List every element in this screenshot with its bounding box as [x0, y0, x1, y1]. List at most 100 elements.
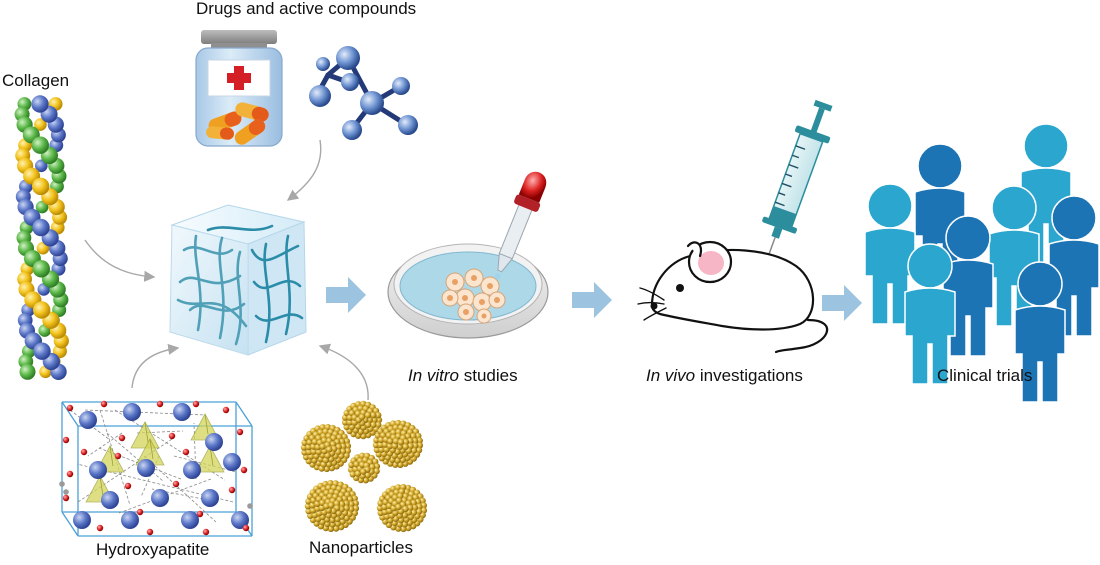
- arrow-nano-to-cube: [318, 343, 369, 401]
- oxygen-atom: [100, 400, 108, 408]
- cells-icon: [441, 268, 506, 324]
- oxygen-atom: [156, 400, 164, 408]
- oxygen-atom: [196, 510, 204, 518]
- lattice-bond: [99, 409, 131, 506]
- label-clinical-trials: Clinical trials: [937, 366, 1033, 385]
- calcium-ion: [223, 453, 241, 471]
- calcium-ion: [137, 459, 155, 477]
- label-nanoparticles: Nanoparticles: [309, 538, 413, 557]
- nanoparticle-cluster: [300, 424, 352, 473]
- arrow-hap-to-cube: [131, 343, 180, 389]
- collagen-bead: [32, 260, 50, 278]
- label-hydroxyapatite: Hydroxyapatite: [96, 540, 210, 559]
- collagen-bead: [33, 342, 51, 360]
- arrow-collagen-to-cube: [84, 239, 156, 282]
- capsule-icon: [206, 102, 269, 145]
- oxygen-atom: [124, 482, 132, 490]
- hydroxyapatite-crystal-icon: [59, 400, 253, 537]
- calcium-ion: [121, 511, 139, 529]
- nanoparticle-cluster: [342, 400, 383, 440]
- collagen-bead: [32, 218, 50, 237]
- calcium-ion: [231, 511, 249, 529]
- nanoparticle-cluster: [376, 483, 428, 533]
- oxygen-atom: [172, 480, 180, 488]
- calcium-ion: [123, 403, 141, 421]
- lattice-bond: [118, 478, 212, 514]
- label-in-vitro-italic: In vitro: [408, 366, 460, 385]
- oxygen-atom: [202, 528, 210, 536]
- lattice-bond: [235, 401, 253, 427]
- hydrogen-atom: [247, 503, 253, 509]
- lattice-bond: [143, 455, 217, 523]
- lattice-bond: [77, 438, 173, 503]
- molecule-atoms-icon: [309, 46, 418, 140]
- calcium-ion: [183, 461, 201, 479]
- calcium-ion: [205, 433, 223, 451]
- oxygen-atom: [242, 524, 250, 532]
- calcium-ion: [151, 489, 169, 507]
- arrow-drugs-to-cube: [286, 139, 322, 201]
- oxygen-atom: [228, 486, 236, 494]
- petri-dish-icon: [387, 243, 549, 339]
- collagen-bead: [34, 118, 47, 131]
- label-drugs-and-active-compounds: Drugs and active compounds: [196, 0, 417, 18]
- oxygen-atom: [80, 448, 88, 456]
- calcium-ion: [181, 511, 199, 529]
- calcium-ion: [73, 511, 91, 529]
- nanoparticles-icon: [300, 400, 428, 533]
- oxygen-atom: [66, 404, 74, 412]
- oxygen-atom: [146, 528, 154, 536]
- lattice-bond: [114, 409, 226, 481]
- calcium-ion: [201, 489, 219, 507]
- lattice-bond: [61, 511, 79, 537]
- drug-jar-icon: [195, 30, 283, 147]
- person-icon: [904, 243, 956, 385]
- nanoparticle-cluster: [347, 452, 381, 484]
- lattice-bond: [87, 432, 123, 457]
- calcium-ion: [173, 403, 191, 421]
- oxygen-atom: [136, 508, 144, 516]
- oxygen-atom: [236, 428, 244, 436]
- oxygen-atom: [192, 400, 200, 408]
- calcium-ion: [79, 411, 97, 429]
- oxygen-atom: [118, 434, 126, 442]
- label-in-vivo-rest: investigations: [695, 366, 803, 385]
- calcium-ion: [101, 491, 119, 509]
- flow-arrow-3: [822, 285, 862, 321]
- oxygen-atom: [168, 432, 176, 440]
- nanoparticle-cluster: [372, 419, 424, 468]
- label-in-vitro-studies: In vitro studies: [408, 366, 518, 386]
- label-in-vitro-rest: studies: [459, 366, 518, 385]
- label-collagen: Collagen: [2, 71, 70, 90]
- oxygen-atom: [96, 524, 104, 532]
- oxygen-atom: [182, 448, 190, 456]
- hydrogel-cube-icon: [169, 204, 307, 356]
- oxygen-atom: [222, 406, 230, 414]
- collagen-bead: [31, 136, 49, 154]
- nanoparticle-cluster: [304, 480, 360, 532]
- flow-arrow-1: [326, 277, 366, 313]
- collagen-bead: [35, 159, 48, 173]
- dropper-icon: [494, 171, 547, 280]
- collagen-bead: [33, 301, 51, 319]
- oxygen-atom: [62, 494, 70, 502]
- hydrogen-atom: [63, 489, 69, 495]
- label-in-vivo-italic: In vivo: [646, 366, 696, 385]
- person-icon: [864, 183, 916, 325]
- oxygen-atom: [66, 470, 74, 478]
- mouse-icon: [637, 240, 829, 354]
- collagen-bead: [19, 363, 36, 380]
- lattice-bond: [106, 432, 164, 482]
- syringe-icon: [757, 99, 833, 284]
- oxygen-atom: [62, 436, 70, 444]
- label-in-vivo-investigations: In vivo investigations: [646, 366, 803, 386]
- collagen-bead: [32, 177, 50, 196]
- person-icon: [1014, 261, 1066, 403]
- hydrogen-atom: [59, 481, 65, 487]
- collagen-helix-icon: [14, 95, 69, 380]
- people-group-icon: [864, 123, 1100, 403]
- collagen-bead: [31, 95, 49, 113]
- calcium-ion: [89, 461, 107, 479]
